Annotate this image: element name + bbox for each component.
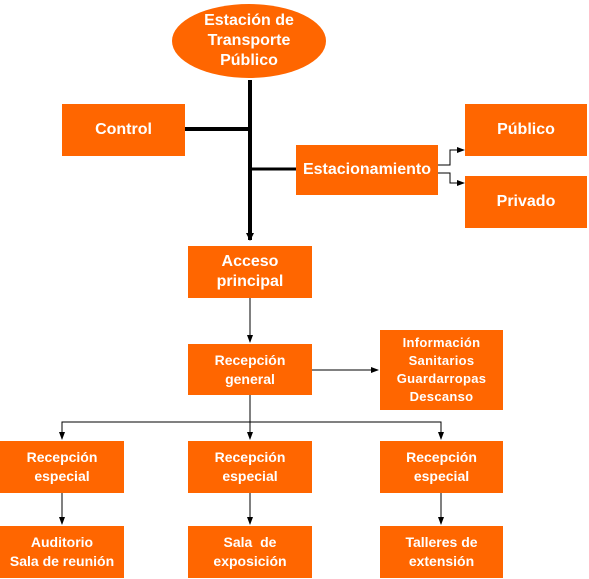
node-line: Guardarropas bbox=[396, 371, 487, 386]
node-line: principal bbox=[216, 273, 284, 290]
node-acceso-principal: Acceso principal bbox=[188, 246, 312, 298]
node-publico: Público bbox=[465, 104, 587, 156]
node-line: especial bbox=[34, 468, 90, 484]
node-talleres: Talleres de extensión bbox=[380, 526, 503, 578]
node-line: Estación de bbox=[204, 12, 294, 29]
node-line: especial bbox=[222, 468, 278, 484]
node-line: Público bbox=[497, 121, 555, 138]
node-servicios: Información Sanitarios Guardarropas Desc… bbox=[380, 330, 503, 410]
node-line: Recepción bbox=[26, 449, 98, 465]
node-estacionamiento: Estacionamiento bbox=[296, 145, 438, 195]
node-line: extensión bbox=[408, 553, 475, 569]
node-line: Privado bbox=[496, 193, 556, 210]
node-privado: Privado bbox=[465, 176, 587, 228]
node-recepcion-general: Recepción general bbox=[188, 344, 312, 395]
node-line: Recepción bbox=[214, 351, 286, 368]
connector-estacionamiento-privado bbox=[438, 172, 465, 186]
node-line: Acceso bbox=[221, 253, 279, 270]
node-line: general bbox=[225, 370, 275, 387]
node-auditorio: Auditorio Sala de reunión bbox=[0, 526, 124, 578]
node-line: Auditorio bbox=[30, 534, 94, 550]
node-line: Transporte bbox=[207, 32, 291, 49]
node-line: Información bbox=[402, 335, 481, 350]
node-control: Control bbox=[62, 104, 185, 156]
node-line: Sala de bbox=[223, 534, 277, 550]
node-recepcion-especial-1: Recepción especial bbox=[0, 441, 124, 493]
connector-recepcion-especial-3 bbox=[250, 421, 444, 440]
node-sala-exposicion: Sala de exposición bbox=[188, 526, 312, 578]
node-line: Estacionamiento bbox=[302, 161, 432, 178]
node-line: Recepción bbox=[214, 449, 286, 465]
node-line: exposición bbox=[213, 553, 287, 569]
node-recepcion-especial-3: Recepción especial bbox=[380, 441, 503, 493]
node-line: especial bbox=[413, 468, 470, 484]
node-line: Recepción bbox=[406, 449, 477, 465]
node-line: Descanso bbox=[409, 389, 474, 404]
node-line: Talleres de bbox=[405, 534, 478, 550]
node-line: Público bbox=[220, 52, 278, 69]
node-estacion-transporte: Estación de Transporte Público bbox=[172, 4, 326, 78]
node-recepcion-especial-2: Recepción especial bbox=[188, 441, 312, 493]
node-line: Sanitarios bbox=[408, 353, 475, 368]
node-line: Sala de reunión bbox=[9, 553, 115, 569]
connector-estacionamiento-publico bbox=[438, 147, 465, 166]
connector-recepcion-especial-1 bbox=[59, 421, 250, 440]
node-line: Control bbox=[95, 121, 152, 138]
